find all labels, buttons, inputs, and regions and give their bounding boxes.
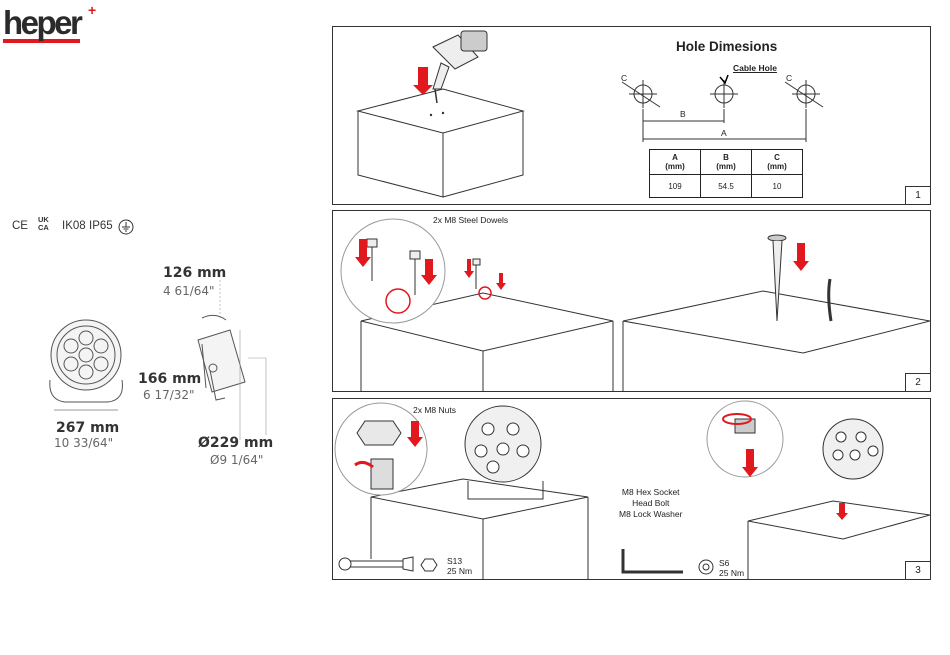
down-arrow-icon [413,67,433,95]
hole-dimensions-title: Hole Dimesions [676,39,777,54]
value-c: 10 [752,175,803,198]
height-in: 6 17/32" [143,388,195,402]
wrench-icon [339,557,413,571]
hex-key-icon [623,549,683,572]
diameter-mm: Ø229 mm [198,435,273,451]
height-mm: 166 mm [138,371,201,387]
side-view [198,315,245,400]
cable-hole-label: Cable Hole [733,63,777,73]
dowels-label: 2x M8 Steel Dowels [433,215,508,225]
depth-in: 4 61/64" [163,284,215,298]
depth-mm: 126 mm [163,265,226,281]
ik-rating: IK08 [62,220,86,232]
step-2-panel: 2x M8 Steel Dowels 2 [332,210,931,392]
logo-plus-mark: + [88,2,96,18]
lamp-fixture [823,419,883,479]
width-mm: 267 mm [56,420,119,436]
label-c-left: C [621,73,627,83]
diameter-in: Ø9 1/64" [210,453,263,467]
socket-icon [699,560,713,574]
nuts-label: 2x M8 Nuts [413,405,456,415]
step-3-panel: 2x M8 Nuts M8 Hex Socket Head Bolt M8 Lo… [332,398,931,580]
earth-ground-icon [118,219,134,235]
bolt-label: M8 Hex Socket Head Bolt M8 Lock Washer [619,487,682,520]
front-view [50,320,123,402]
value-a: 109 [650,175,701,198]
ce-mark: CE [12,220,28,232]
drill-icon [433,31,487,89]
step-number: 2 [905,373,930,391]
width-in: 10 33/64" [54,436,113,450]
col-b-header: B(mm) [701,150,752,175]
col-c-header: C(mm) [752,150,803,175]
down-arrow-icon [836,503,848,520]
brand-logo: heper [3,6,80,43]
step-1-panel: Hole Dimesions Cable Hole C C B A A(mm) … [332,26,931,205]
down-arrow-icon [496,273,506,290]
down-arrow-icon [793,243,809,271]
ip-rating: IP65 [89,220,113,232]
step-2-illustration [333,211,930,391]
value-b: 54.5 [701,175,752,198]
hex-nut-icon [421,559,437,571]
col-a-header: A(mm) [650,150,701,175]
label-a: A [721,128,727,138]
step-1-illustration [333,27,930,204]
label-c-right: C [786,73,792,83]
label-b: B [680,109,686,119]
step-number: 3 [905,561,930,579]
hole-dimensions-table: A(mm) B(mm) C(mm) 109 54.5 10 [649,149,803,198]
step-number: 1 [905,186,930,204]
